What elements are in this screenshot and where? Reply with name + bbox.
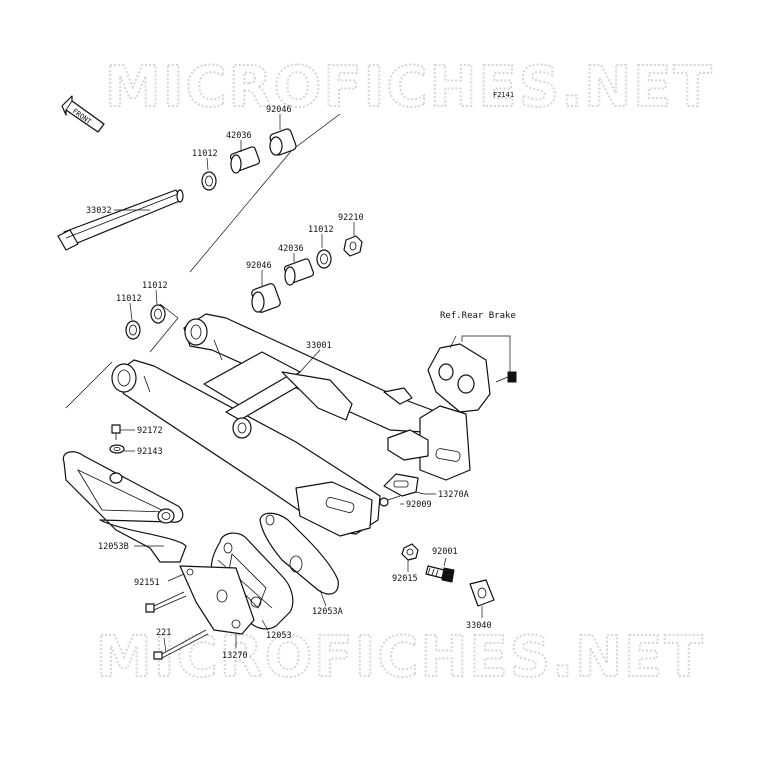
swingarm-33001 xyxy=(111,313,471,537)
label-42036-mid: 42036 xyxy=(278,244,304,254)
label-13270A: 13270A xyxy=(438,490,469,500)
label-ref-rear-brake: Ref.Rear Brake xyxy=(440,311,516,321)
bolt-221 xyxy=(153,629,209,660)
block-33040 xyxy=(469,579,495,607)
label-92015: 92015 xyxy=(392,574,418,584)
pivot-shaft-33032 xyxy=(57,189,184,251)
bolt-92001 xyxy=(425,565,455,583)
label-92046-top: 92046 xyxy=(266,105,292,115)
watermark-bottom: MICROFICHES.NET xyxy=(96,625,705,690)
label-11012-top: 11012 xyxy=(192,149,218,159)
label-92143: 92143 xyxy=(137,447,163,457)
chain-guide-12053A xyxy=(259,512,339,595)
seal-11012-left-a xyxy=(125,320,141,340)
label-42036-top: 42036 xyxy=(226,131,252,141)
label-92001: 92001 xyxy=(432,547,458,557)
nut-92210 xyxy=(343,235,363,257)
label-33040: 33040 xyxy=(466,621,492,631)
leader-lines xyxy=(114,114,483,653)
bushing-92046-top xyxy=(269,128,297,156)
label-11012-left-a: 11012 xyxy=(116,294,142,304)
figure-code: F2141 xyxy=(493,91,514,99)
plate-13270A xyxy=(383,473,419,497)
label-92009: 92009 xyxy=(406,500,432,510)
washer-92143 xyxy=(109,444,125,454)
screw-92009 xyxy=(379,495,401,507)
seal-11012-top xyxy=(201,171,217,191)
label-11012-mid: 11012 xyxy=(308,225,334,235)
explode-line-left-2 xyxy=(65,361,113,409)
ref-bracket-leader xyxy=(461,335,511,372)
label-13270: 13270 xyxy=(222,651,248,661)
bolt-92151 xyxy=(145,591,187,613)
label-92172: 92172 xyxy=(137,426,163,436)
explode-line-left xyxy=(149,303,179,353)
label-12053B: 12053B xyxy=(98,542,129,552)
sleeve-42036-top xyxy=(229,146,261,174)
label-12053: 12053 xyxy=(266,631,292,641)
label-221: 221 xyxy=(156,628,171,638)
label-33001: 33001 xyxy=(306,341,332,351)
label-92210: 92210 xyxy=(338,213,364,223)
chain-slider-12053B xyxy=(62,451,187,563)
label-33032: 33032 xyxy=(86,206,112,216)
bushing-92046-mid xyxy=(251,283,281,313)
nut-92015 xyxy=(401,543,419,561)
label-92046-mid: 92046 xyxy=(246,261,272,271)
explode-line-top-2 xyxy=(189,149,293,273)
plate-13270 xyxy=(179,565,255,635)
label-92151: 92151 xyxy=(134,578,160,588)
sleeve-42036-mid xyxy=(283,258,315,286)
ref-bracket-leader-2 xyxy=(449,335,457,349)
front-arrow-icon: FRONT xyxy=(61,95,105,133)
seal-11012-left-b xyxy=(150,304,166,324)
bolt-92172 xyxy=(111,424,121,440)
label-12053A: 12053A xyxy=(312,607,343,617)
explode-line-top xyxy=(291,113,341,151)
label-11012-left-b: 11012 xyxy=(142,281,168,291)
seal-11012-mid xyxy=(316,249,332,269)
rear-brake-bracket xyxy=(427,343,517,413)
watermark-top: MICROFICHES.NET xyxy=(105,55,714,120)
